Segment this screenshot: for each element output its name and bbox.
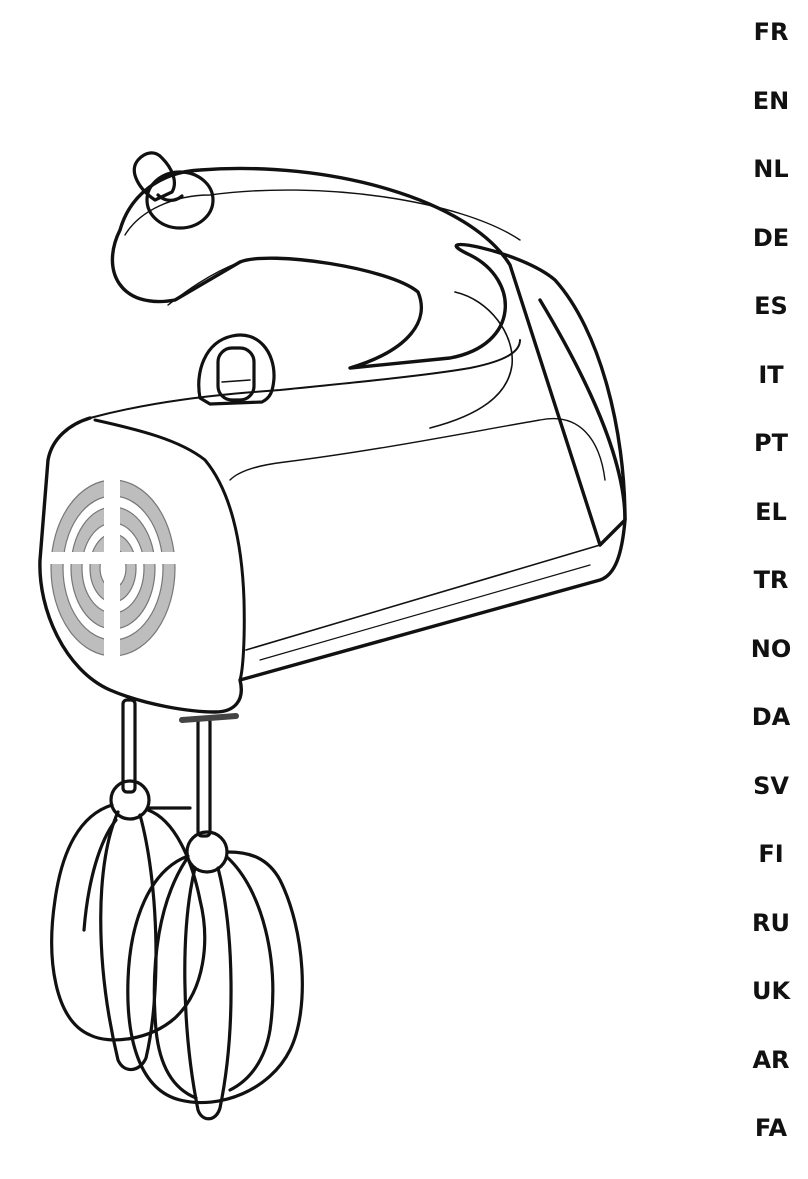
language-code-ar: AR: [738, 1042, 804, 1111]
language-code-no: NO: [738, 631, 804, 700]
language-code-sv: SV: [738, 768, 804, 837]
language-list: FR EN NL DE ES IT PT EL TR NO DA SV FI R…: [738, 14, 804, 1179]
language-code-fi: FI: [738, 836, 804, 905]
language-code-da: DA: [738, 699, 804, 768]
language-code-es: ES: [738, 288, 804, 357]
language-code-tr: TR: [738, 562, 804, 631]
vent-grille: [50, 478, 178, 658]
language-code-it: IT: [738, 357, 804, 426]
language-code-nl: NL: [738, 151, 804, 220]
language-code-de: DE: [738, 220, 804, 289]
language-code-pt: PT: [738, 425, 804, 494]
hand-mixer-illustration: [0, 0, 660, 1153]
language-code-ru: RU: [738, 905, 804, 974]
language-code-fr: FR: [738, 14, 804, 83]
mixer-handle: [112, 168, 625, 545]
language-code-uk: UK: [738, 973, 804, 1042]
right-beater: [128, 832, 303, 1119]
language-code-en: EN: [738, 83, 804, 152]
left-beater: [52, 781, 205, 1070]
language-code-el: EL: [738, 494, 804, 563]
language-code-fa: FA: [738, 1110, 804, 1179]
